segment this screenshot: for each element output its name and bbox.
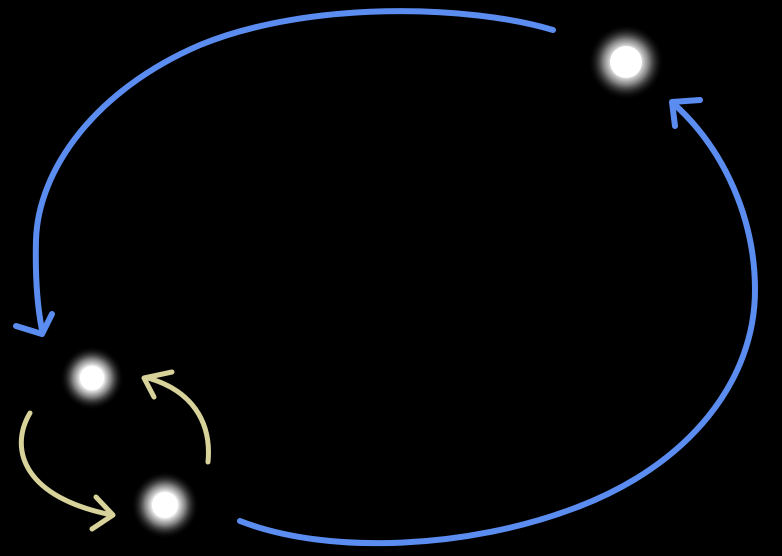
star-a (588, 24, 664, 100)
star-b (60, 346, 124, 410)
star-c-core-icon (152, 492, 178, 518)
star-a-core-icon (610, 46, 642, 78)
star-b-core-icon (80, 366, 104, 390)
star-c (131, 471, 199, 539)
